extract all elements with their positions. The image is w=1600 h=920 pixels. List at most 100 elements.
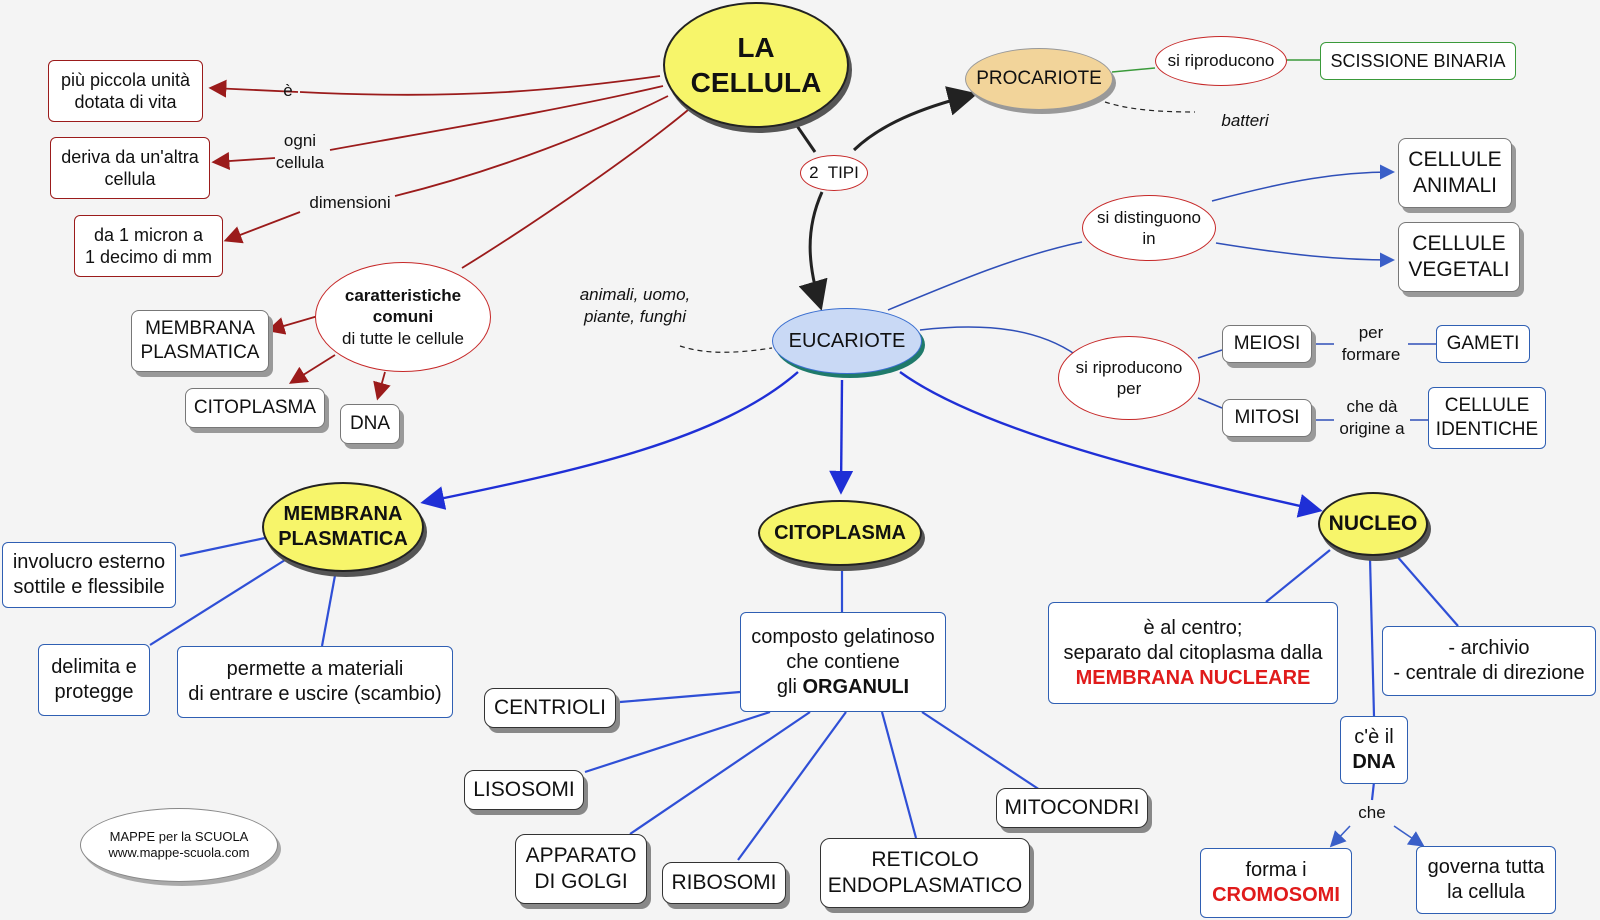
per-formare-label: per formare bbox=[1334, 322, 1408, 366]
ribosomi-box: RIBOSOMI bbox=[662, 862, 786, 904]
involucro-box: involucro esterno sottile e flessibile bbox=[2, 542, 176, 608]
composto-line3-pre: gli bbox=[776, 675, 803, 698]
mitosi-box: MITOSI bbox=[1222, 399, 1312, 437]
golgi-line2: DI GOLGI bbox=[534, 870, 628, 893]
plant-cells-box: CELLULE VEGETALI bbox=[1398, 222, 1520, 292]
membrana-small-line2: PLASMATICA bbox=[140, 342, 260, 363]
citoplasma-node: CITOPLASMA bbox=[758, 500, 922, 566]
ogni-line2: cellula bbox=[275, 153, 325, 173]
scissione-binaria-box: SCISSIONE BINARIA bbox=[1320, 42, 1516, 80]
credit-line2: www.mappe-scuola.com bbox=[108, 845, 250, 860]
centro-line3: MEMBRANA NUCLEARE bbox=[1075, 666, 1311, 689]
eucariote-node: EUCARIOTE bbox=[772, 308, 922, 374]
ogni-line1: ogni bbox=[283, 131, 317, 150]
examples-label: animali, uomo, piante, funghi bbox=[565, 284, 705, 328]
scissione-text: SCISSIONE BINARIA bbox=[1330, 50, 1506, 71]
dna-small-text: DNA bbox=[349, 413, 391, 435]
membrana-small-line1: MEMBRANA bbox=[145, 318, 255, 340]
ogni-cellula-label: ogni cellula bbox=[265, 130, 335, 174]
batteri-label: batteri bbox=[1210, 110, 1280, 132]
derives-box: deriva da un'altra cellula bbox=[50, 137, 210, 199]
composto-line2: che contiene bbox=[786, 650, 900, 673]
membrana-plasmatica-small-box: MEMBRANA PLASMATICA bbox=[131, 310, 269, 372]
permette-line1: permette a materiali bbox=[226, 658, 404, 680]
citoplasma-small-text: CITOPLASMA bbox=[193, 397, 317, 419]
meiosi-box: MEIOSI bbox=[1222, 325, 1312, 363]
composto-box: composto gelatinoso che contiene gli ORG… bbox=[740, 612, 946, 712]
smallest-unit-box: più piccola unità dotata di vita bbox=[48, 60, 203, 122]
involucro-line1: involucro esterno bbox=[12, 551, 166, 573]
animal-cells-box: CELLULE ANIMALI bbox=[1398, 138, 1512, 208]
nucleo-title: NUCLEO bbox=[1328, 511, 1418, 535]
centrioli-box: CENTRIOLI bbox=[484, 688, 616, 728]
credit-line1: MAPPE per la SCUOLA bbox=[109, 828, 249, 844]
eu-reproduce-oval: si riproducono per bbox=[1058, 336, 1200, 420]
eucariote-title: EUCARIOTE bbox=[788, 329, 906, 352]
derives-line1: deriva da un'altra bbox=[61, 146, 199, 167]
gameti-box: GAMETI bbox=[1436, 325, 1530, 363]
e-label: è bbox=[278, 80, 298, 102]
che-text: che bbox=[1358, 803, 1386, 822]
lisosomi-text: LISOSOMI bbox=[473, 777, 575, 801]
archivio-box: - archivio - centrale di direzione bbox=[1382, 626, 1596, 696]
common-line3: di tutte le cellule bbox=[342, 328, 464, 348]
centrioli-text: CENTRIOLI bbox=[493, 695, 606, 719]
citoplasma-small-box: CITOPLASMA bbox=[185, 388, 325, 428]
two-types-text: 2 TIPI bbox=[809, 163, 859, 183]
dimensioni-text: dimensioni bbox=[309, 193, 391, 212]
common-features-oval: caratteristiche comuni di tutte le cellu… bbox=[315, 262, 491, 372]
permette-line2: di entrare e uscire (scambio) bbox=[188, 683, 442, 705]
procariote-node: PROCARIOTE bbox=[965, 48, 1113, 110]
examples-line2: piante, funghi bbox=[583, 307, 687, 327]
e-label-text: è bbox=[283, 81, 293, 100]
archivio-line2: - centrale di direzione bbox=[1393, 662, 1585, 684]
centro-box: è al centro; separato dal citoplasma dal… bbox=[1048, 602, 1338, 704]
eu-reproduce-line1: si riproducono bbox=[1075, 357, 1183, 377]
involucro-line2: sottile e flessibile bbox=[13, 576, 165, 598]
nucleo-dna-line1: c'è il bbox=[1354, 726, 1394, 748]
per-formare-line1: per bbox=[1358, 323, 1384, 342]
dimensioni-label: dimensioni bbox=[300, 192, 400, 214]
identiche-line1: CELLULE bbox=[1444, 395, 1530, 417]
identiche-line2: IDENTICHE bbox=[1435, 419, 1539, 440]
lisosomi-box: LISOSOMI bbox=[464, 770, 584, 810]
cromosomi-line2: CROMOSOMI bbox=[1212, 884, 1340, 906]
la-cellula-node: LA CELLULA bbox=[663, 2, 849, 128]
governa-line2: la cellula bbox=[1447, 881, 1525, 903]
composto-organuli: ORGANULI bbox=[802, 675, 910, 698]
per-formare-line2: formare bbox=[1341, 345, 1401, 365]
nucleo-node: NUCLEO bbox=[1318, 492, 1428, 556]
plant-line1: CELLULE bbox=[1412, 231, 1506, 255]
governa-box: governa tutta la cellula bbox=[1416, 846, 1556, 914]
meiosi-text: MEIOSI bbox=[1233, 333, 1301, 355]
cromosomi-line1: forma i bbox=[1245, 859, 1307, 881]
delimita-line2: protegge bbox=[54, 681, 134, 703]
procariote-reproduce-oval: si riproducono bbox=[1155, 36, 1287, 86]
golgi-line1: APPARATO bbox=[525, 843, 637, 867]
reticolo-line2: ENDOPLASMATICO bbox=[827, 874, 1023, 897]
procariote-title: PROCARIOTE bbox=[976, 68, 1102, 90]
common-line1: caratteristiche bbox=[344, 286, 462, 306]
distinguish-line2: in bbox=[1142, 229, 1156, 248]
dna-small-box: DNA bbox=[340, 404, 400, 444]
nucleo-dna-line2: DNA bbox=[1352, 751, 1396, 773]
eu-reproduce-line2: per bbox=[1116, 379, 1142, 398]
procariote-reproduce-text: si riproducono bbox=[1167, 51, 1275, 71]
centro-line2: separato dal citoplasma dalla bbox=[1063, 641, 1323, 664]
reticolo-line1: RETICOLO bbox=[871, 847, 979, 871]
centro-line1: è al centro; bbox=[1143, 616, 1243, 639]
composto-line1: composto gelatinoso bbox=[751, 625, 935, 648]
size-line1: da 1 micron a bbox=[93, 224, 204, 245]
mitocondri-box: MITOCONDRI bbox=[996, 788, 1148, 828]
smallest-line2: dotata di vita bbox=[74, 92, 177, 112]
membrana-plasmatica-node: MEMBRANA PLASMATICA bbox=[262, 482, 424, 572]
size-line2: 1 decimo di mm bbox=[84, 247, 213, 267]
central-line2: CELLULA bbox=[690, 67, 822, 98]
citoplasma-title: CITOPLASMA bbox=[774, 521, 906, 544]
gameti-text: GAMETI bbox=[1446, 333, 1520, 355]
golgi-box: APPARATO DI GOLGI bbox=[515, 834, 647, 904]
che-label: che bbox=[1350, 802, 1394, 824]
examples-line1: animali, uomo, bbox=[579, 285, 691, 304]
animal-line1: CELLULE bbox=[1408, 147, 1502, 171]
central-line1: LA bbox=[737, 32, 775, 63]
